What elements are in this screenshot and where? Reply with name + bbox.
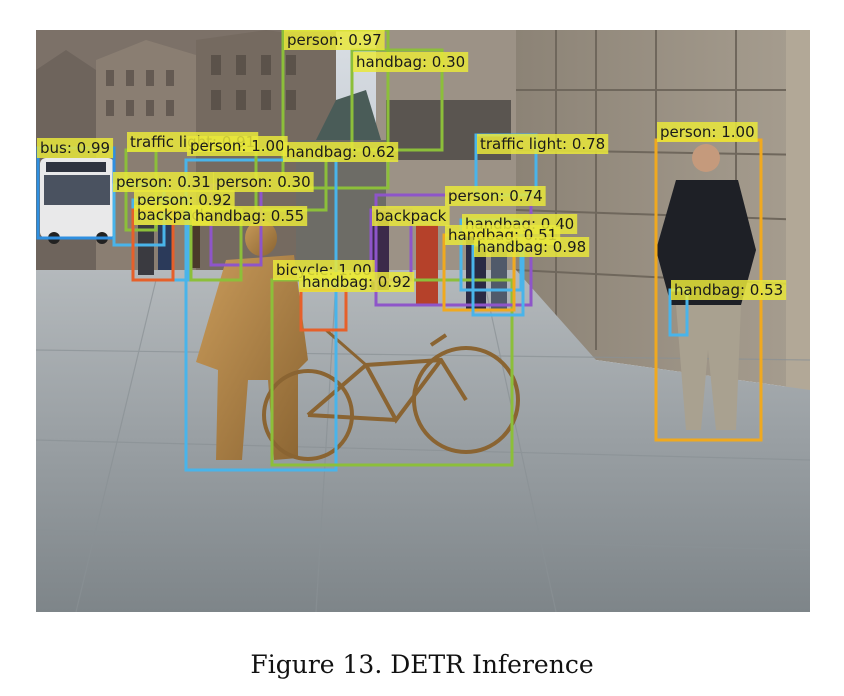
detection-label: backpack — [375, 207, 447, 225]
detection-label: person: 0.74 — [448, 187, 543, 205]
detection-label: person: 0.97 — [287, 31, 382, 49]
detection-label-bg — [37, 138, 114, 158]
detection-label-bg — [474, 237, 590, 257]
detection-label: backpack — [137, 206, 209, 224]
detection-labels: bus: 0.99 person: 0.97 handbag: 0.30 traffi… — [37, 30, 787, 300]
detection-label-bg — [671, 280, 787, 300]
detection-label: traffic light: 0.78 — [480, 135, 605, 153]
detection-label-bg — [187, 136, 288, 156]
detection-label: person: 1.00 — [190, 137, 285, 155]
detection-label: handbag: 0.53 — [674, 281, 783, 299]
detection-label: handbag: 0.62 — [286, 143, 395, 161]
detection-label: bus: 0.99 — [40, 139, 110, 157]
detection-label-bg — [299, 272, 415, 292]
detection-label: person: 0.92 — [137, 191, 232, 209]
detection-label: handbag: 0.55 — [195, 207, 304, 225]
detection-box — [184, 158, 338, 472]
detection-label-bg — [445, 186, 546, 206]
detection-label-bg — [283, 142, 399, 162]
detection-label: handbag: 0.30 — [356, 53, 465, 71]
detection-label-bg — [113, 172, 214, 192]
bronze-statue — [196, 220, 308, 460]
detection-label-bg — [192, 206, 308, 226]
detection-label: person: 0.30 — [216, 173, 311, 191]
detection-label-bg — [372, 206, 450, 226]
detection-label-bg — [657, 122, 758, 142]
detection-label: handbag: 0.98 — [477, 238, 586, 256]
detection-label: person: 1.00 — [660, 123, 755, 141]
detection-label: handbag: 0.92 — [302, 273, 411, 291]
street-scene-image: bus: 0.99 person: 0.97 handbag: 0.30 traffi… — [36, 30, 810, 612]
detection-label: person: 0.31 — [116, 173, 211, 191]
detr-inference-figure: bus: 0.99 person: 0.97 handbag: 0.30 traffi… — [36, 30, 810, 612]
detection-label-bg — [353, 52, 469, 72]
detection-label-bg — [477, 134, 609, 154]
walking-man — [656, 144, 756, 430]
detection-label-bg — [213, 172, 314, 192]
bronze-bicycle — [262, 328, 520, 461]
detection-label-bg — [284, 30, 385, 50]
figure-caption: Figure 13. DETR Inference — [250, 650, 594, 679]
